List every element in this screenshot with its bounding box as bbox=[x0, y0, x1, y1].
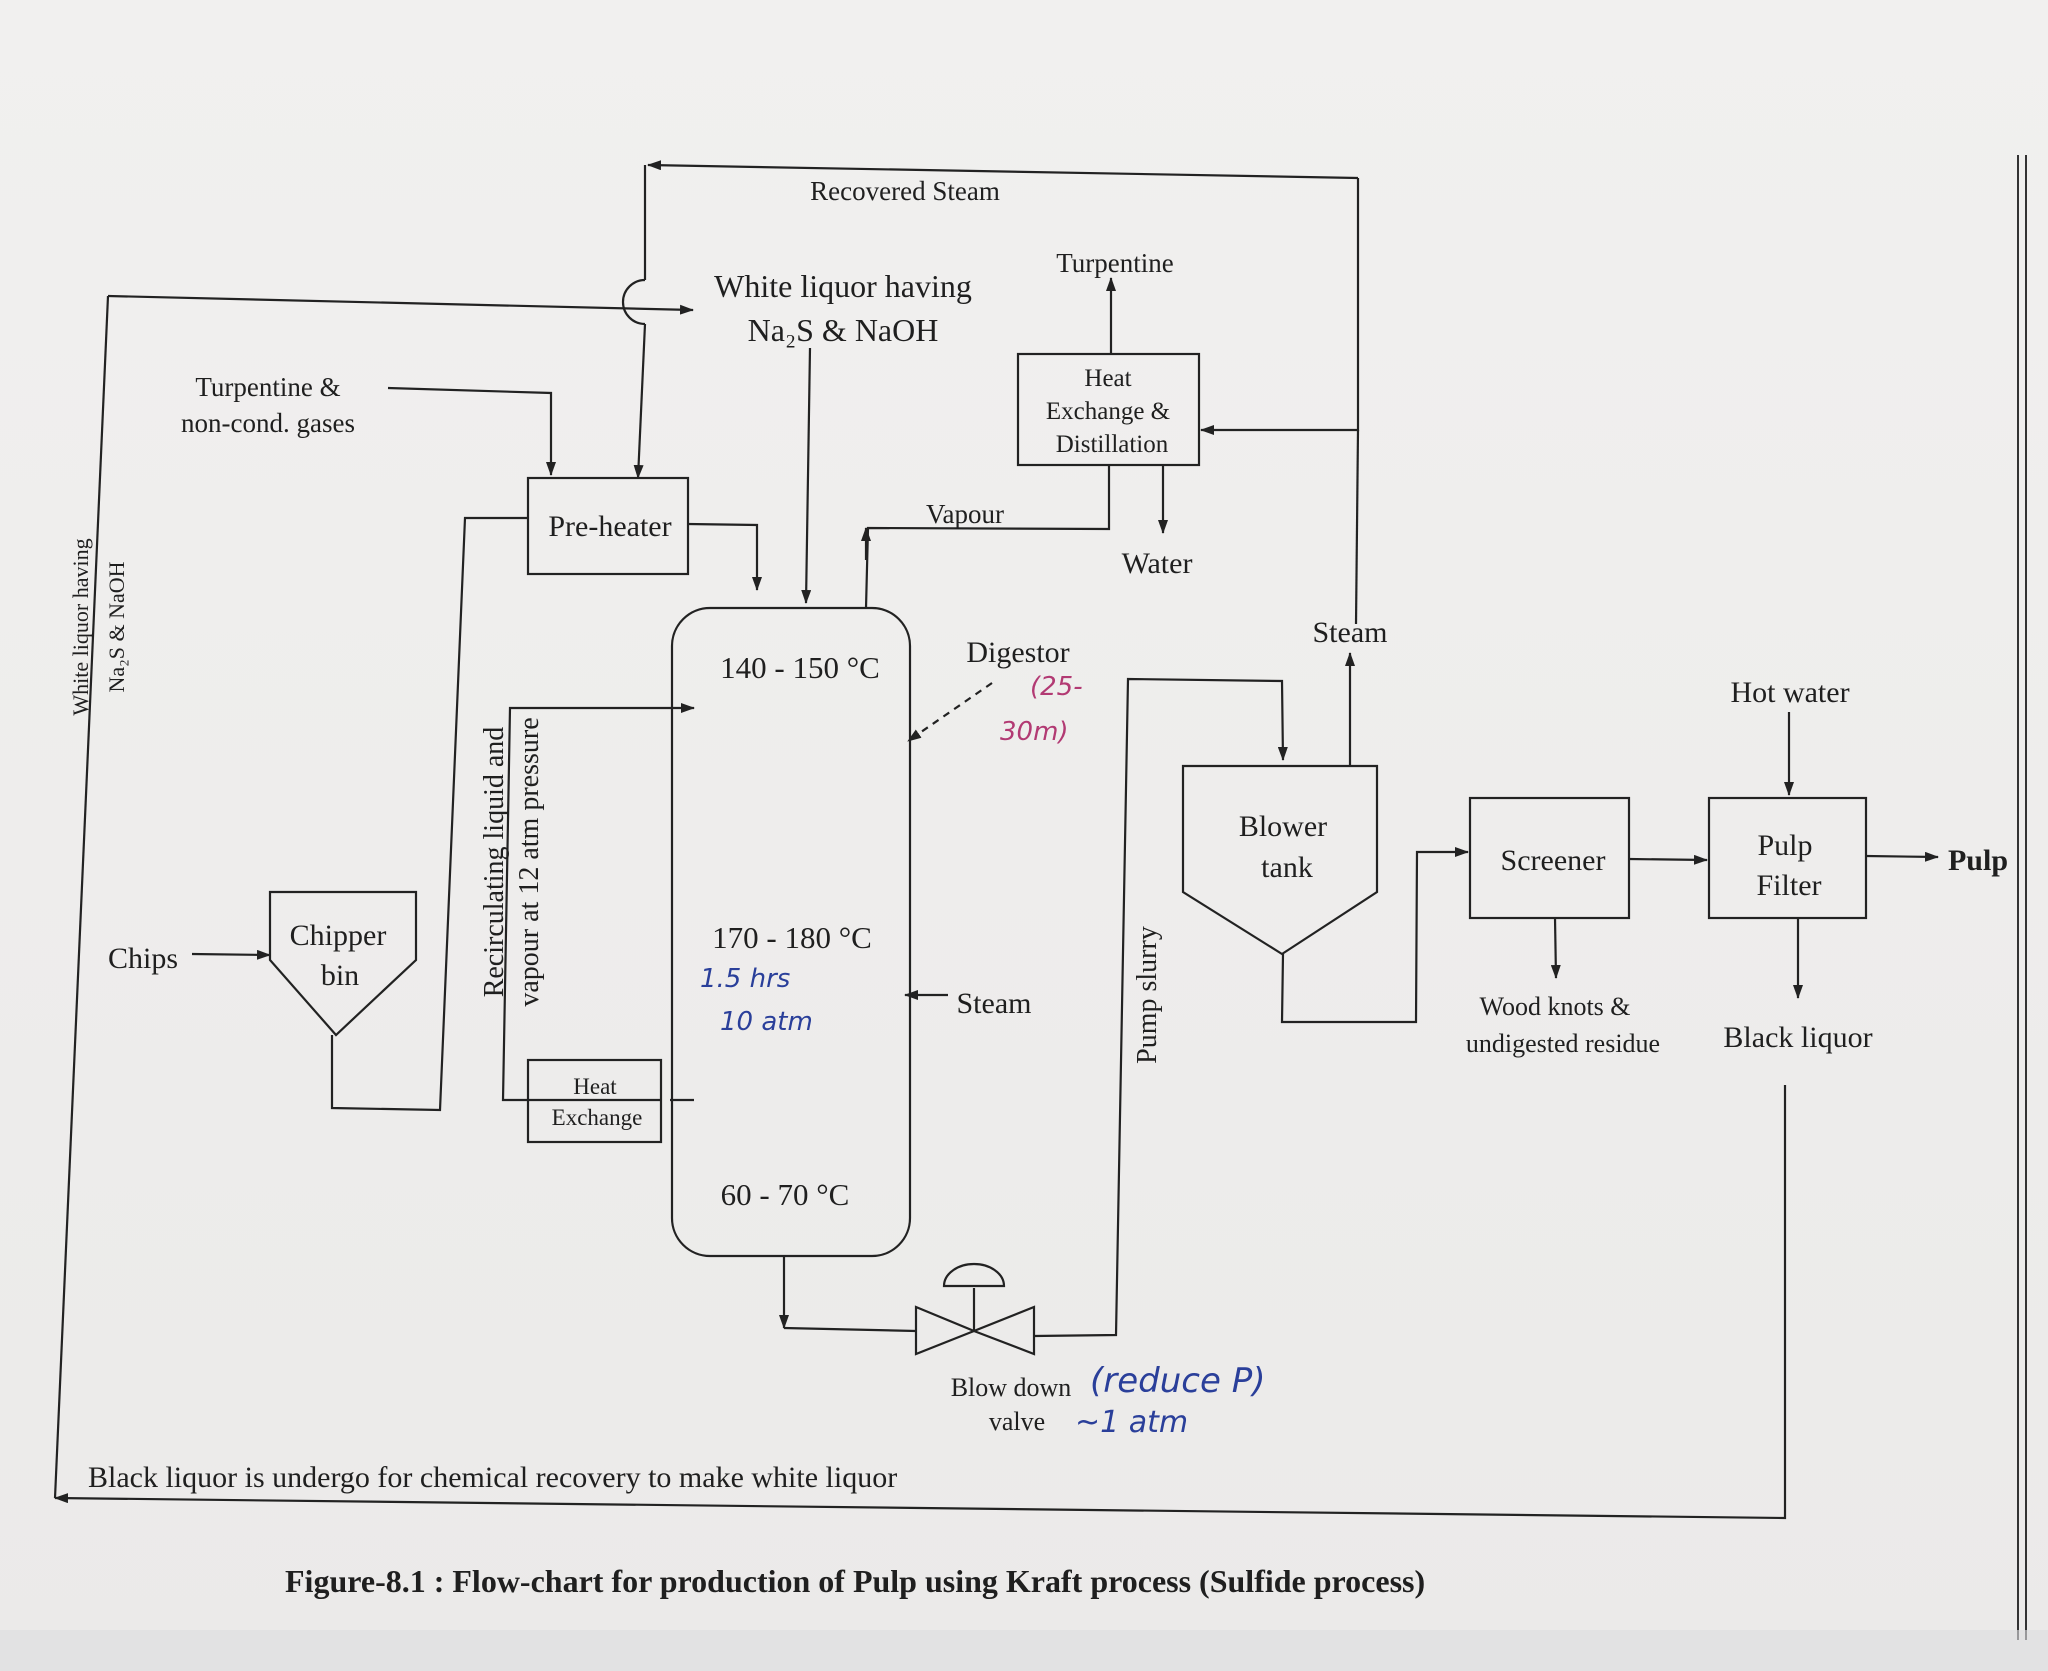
pump-slurry-label: Pump slurry bbox=[1132, 926, 1163, 1064]
chips-label: Chips bbox=[108, 942, 178, 975]
flow-lines bbox=[53, 160, 1939, 1520]
hed-label-line-2: Exchange & bbox=[1046, 398, 1170, 425]
line-screener-residue bbox=[1550, 917, 1561, 979]
chipper-bin-label-line-1: Chipper bbox=[290, 919, 387, 952]
line-blower-to-screener bbox=[1280, 847, 1469, 1024]
hed-label-line-3: Distillation bbox=[1056, 431, 1169, 458]
wood-knots-line-1: Wood knots & bbox=[1479, 992, 1630, 1021]
line-white-liquor-to-top bbox=[107, 294, 694, 315]
chipper-bin-hopper bbox=[268, 890, 418, 1037]
line-recovered-steam-to-preheater bbox=[633, 323, 647, 479]
page-bottom-shadow bbox=[0, 1630, 2048, 1671]
screener-box bbox=[1468, 796, 1631, 920]
note-valve-line-1: (reduce P) bbox=[1090, 1361, 1265, 1401]
wood-knots-line-2: undigested residue bbox=[1466, 1029, 1660, 1058]
turpentine-gases-line-2: non-cond. gases bbox=[181, 408, 355, 438]
line-preheater-to-digestor bbox=[687, 522, 762, 591]
blow-down-line-2: valve bbox=[989, 1407, 1045, 1436]
line-chips-input bbox=[191, 949, 271, 960]
pulp-filter-label-line-1: Pulp bbox=[1757, 829, 1812, 862]
blower-tank-label-line-2: tank bbox=[1261, 851, 1313, 884]
pulp-filter-label-line-2: Filter bbox=[1757, 869, 1822, 902]
line-pulp-out bbox=[1865, 851, 1939, 862]
blower-tank-shape bbox=[1181, 764, 1379, 956]
heat-exchange-distillation-box bbox=[1016, 352, 1201, 467]
temp-mid-label: 170 - 180 °C bbox=[712, 920, 872, 955]
note-digestor-conditions-line-1: 1.5 hrs bbox=[700, 964, 790, 994]
heat-exchange-label-line-2: Exchange bbox=[552, 1105, 643, 1130]
water-label: Water bbox=[1122, 547, 1193, 580]
screener-label: Screener bbox=[1501, 844, 1606, 877]
temp-top-label: 140 - 150 °C bbox=[720, 650, 880, 685]
line-steam-up bbox=[1354, 429, 1360, 625]
line-white-liquor-to-digestor bbox=[801, 347, 812, 604]
blow-down-line-1: Blow down bbox=[951, 1373, 1072, 1402]
line-crossover-hop bbox=[621, 278, 646, 326]
white-liquor-top-line-1: White liquor having bbox=[714, 268, 972, 304]
line-left-return bbox=[53, 295, 110, 1499]
figure-caption: Figure-8.1 : Flow-chart for production o… bbox=[285, 1563, 1425, 1599]
blow-down-valve-symbol bbox=[914, 1262, 1036, 1356]
line-chipper-to-preheater bbox=[330, 516, 528, 1112]
turpentine-gases-line-1: Turpentine & bbox=[195, 372, 340, 402]
hot-water-label: Hot water bbox=[1730, 676, 1849, 709]
handwritten-notes: (25- 30m) 1.5 hrs 10 atm (reduce P) ~1 a… bbox=[700, 672, 1265, 1440]
stream-labels: Recovered Steam White liquor having Na₂S… bbox=[68, 176, 2008, 1494]
line-steam-to-heat-exchange-distillation bbox=[1200, 178, 1360, 435]
white-liquor-side-line-2: Na₂S & NaOH bbox=[104, 561, 129, 692]
note-valve-line-2: ~1 atm bbox=[1075, 1405, 1188, 1440]
recirculating-line-1: Recirculating liquid and bbox=[479, 727, 510, 998]
equipment bbox=[268, 352, 1868, 1356]
line-vapour-to-heat-exchange bbox=[864, 466, 1111, 609]
note-digestor-size-line-2: 30m) bbox=[1000, 717, 1069, 747]
pulp-output-label: Pulp bbox=[1948, 844, 2008, 877]
recovered-steam-label: Recovered Steam bbox=[810, 176, 1000, 206]
line-turpentine-gases-to-preheater bbox=[387, 386, 556, 476]
digestor-label: Digestor bbox=[966, 636, 1069, 669]
steam-side-label: Steam bbox=[957, 987, 1032, 1020]
temp-bottom-label: 60 - 70 °C bbox=[721, 1177, 850, 1212]
chipper-bin-label-line-2: bin bbox=[321, 959, 359, 992]
node-labels: Pre-heater Heat Exchange & Distillation … bbox=[290, 365, 1822, 1130]
line-pump-slurry-to-blower bbox=[1033, 677, 1288, 1338]
line-recirculation-loop bbox=[501, 703, 695, 1102]
heat-exchange-label-line-1: Heat bbox=[573, 1074, 617, 1099]
line-screener-to-filter bbox=[1628, 854, 1708, 865]
pulp-filter-box bbox=[1707, 796, 1868, 920]
heat-exchange-box bbox=[526, 1058, 663, 1144]
black-liquor-recovery-label: Black liquor is undergo for chemical rec… bbox=[88, 1461, 897, 1494]
turpentine-label: Turpentine bbox=[1056, 248, 1174, 278]
digestor-column bbox=[670, 606, 912, 1258]
pre-heater-box bbox=[526, 476, 690, 576]
recirculating-line-2: vapour at 12 atm pressure bbox=[514, 717, 545, 1006]
steam-top-label: Steam bbox=[1313, 616, 1388, 649]
note-digestor-size-line-1: (25- bbox=[1030, 672, 1083, 702]
pre-heater-label: Pre-heater bbox=[548, 510, 671, 543]
line-black-liquor-return bbox=[54, 1085, 1787, 1520]
hed-label-line-1: Heat bbox=[1084, 365, 1131, 392]
white-liquor-side-line-1: White liquor having bbox=[68, 538, 93, 715]
white-liquor-top-line-2: Na₂S & NaOH bbox=[748, 312, 939, 348]
note-digestor-conditions-line-2: 10 atm bbox=[720, 1007, 813, 1037]
vapour-label: Vapour bbox=[926, 499, 1004, 529]
line-to-blow-valve bbox=[783, 1326, 917, 1333]
line-digestor-pointer bbox=[907, 682, 993, 742]
blower-tank-label-line-1: Blower bbox=[1239, 810, 1327, 843]
black-liquor-label: Black liquor bbox=[1723, 1021, 1872, 1054]
line-recovered-steam-top bbox=[647, 160, 1359, 180]
